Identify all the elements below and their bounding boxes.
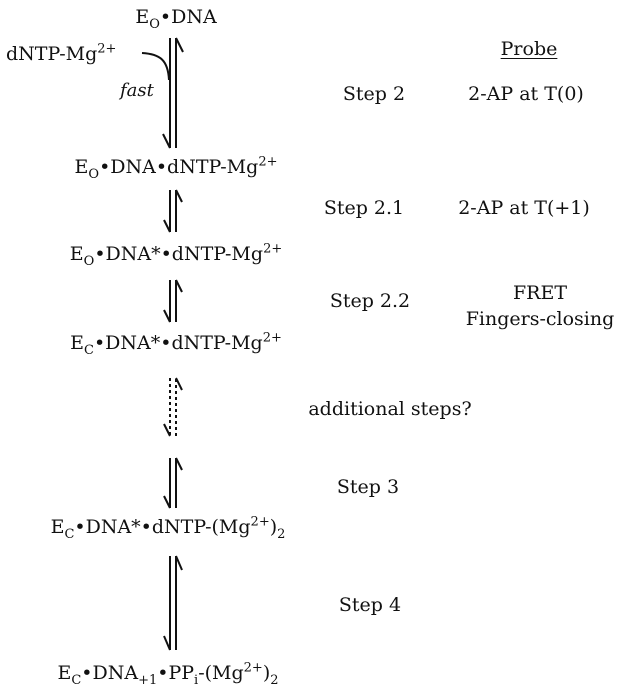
step-2-1-label: Step 2.1 [323,197,405,219]
species-ec-dna-plus1-ppi: EC•DNA+1•PPi-(Mg2+)2 [57,660,279,688]
species-eo-dna-star-dntp: EO•DNA*•dNTP-Mg2+ [69,241,283,269]
step2-2-arrows [163,279,183,323]
probe-step-2-2-fingers: Fingers-closing [465,308,615,330]
step2-1-arrows [163,189,183,233]
probe-step-2-1: 2-AP at T(+1) [458,197,590,219]
step2-arrows [141,37,184,149]
additional-steps-label: additional steps? [308,398,472,420]
species-eo-dna: EO•DNA [135,6,217,32]
species-ec-dna-star-dntp-mg2: EC•DNA*•dNTP-(Mg2+)2 [50,514,286,542]
substrate-label: dNTP-Mg2+ [6,41,117,65]
step-2-label: Step 2 [342,83,406,105]
step-2-2-label: Step 2.2 [329,290,411,312]
step4-arrows [163,555,183,651]
step-4-label: Step 4 [338,594,402,616]
additional-steps-arrows [163,377,183,437]
fast-label: fast [120,80,154,101]
probe-header: Probe [500,38,558,60]
probe-step-2: 2-AP at T(0) [468,83,584,105]
species-ec-dna-star-dntp: EC•DNA*•dNTP-Mg2+ [70,330,282,358]
step3-arrows [163,457,183,509]
species-eo-dna-dntp: EO•DNA•dNTP-Mg2+ [74,154,278,182]
step-3-label: Step 3 [336,476,400,498]
probe-step-2-2-fret: FRET [512,282,568,304]
